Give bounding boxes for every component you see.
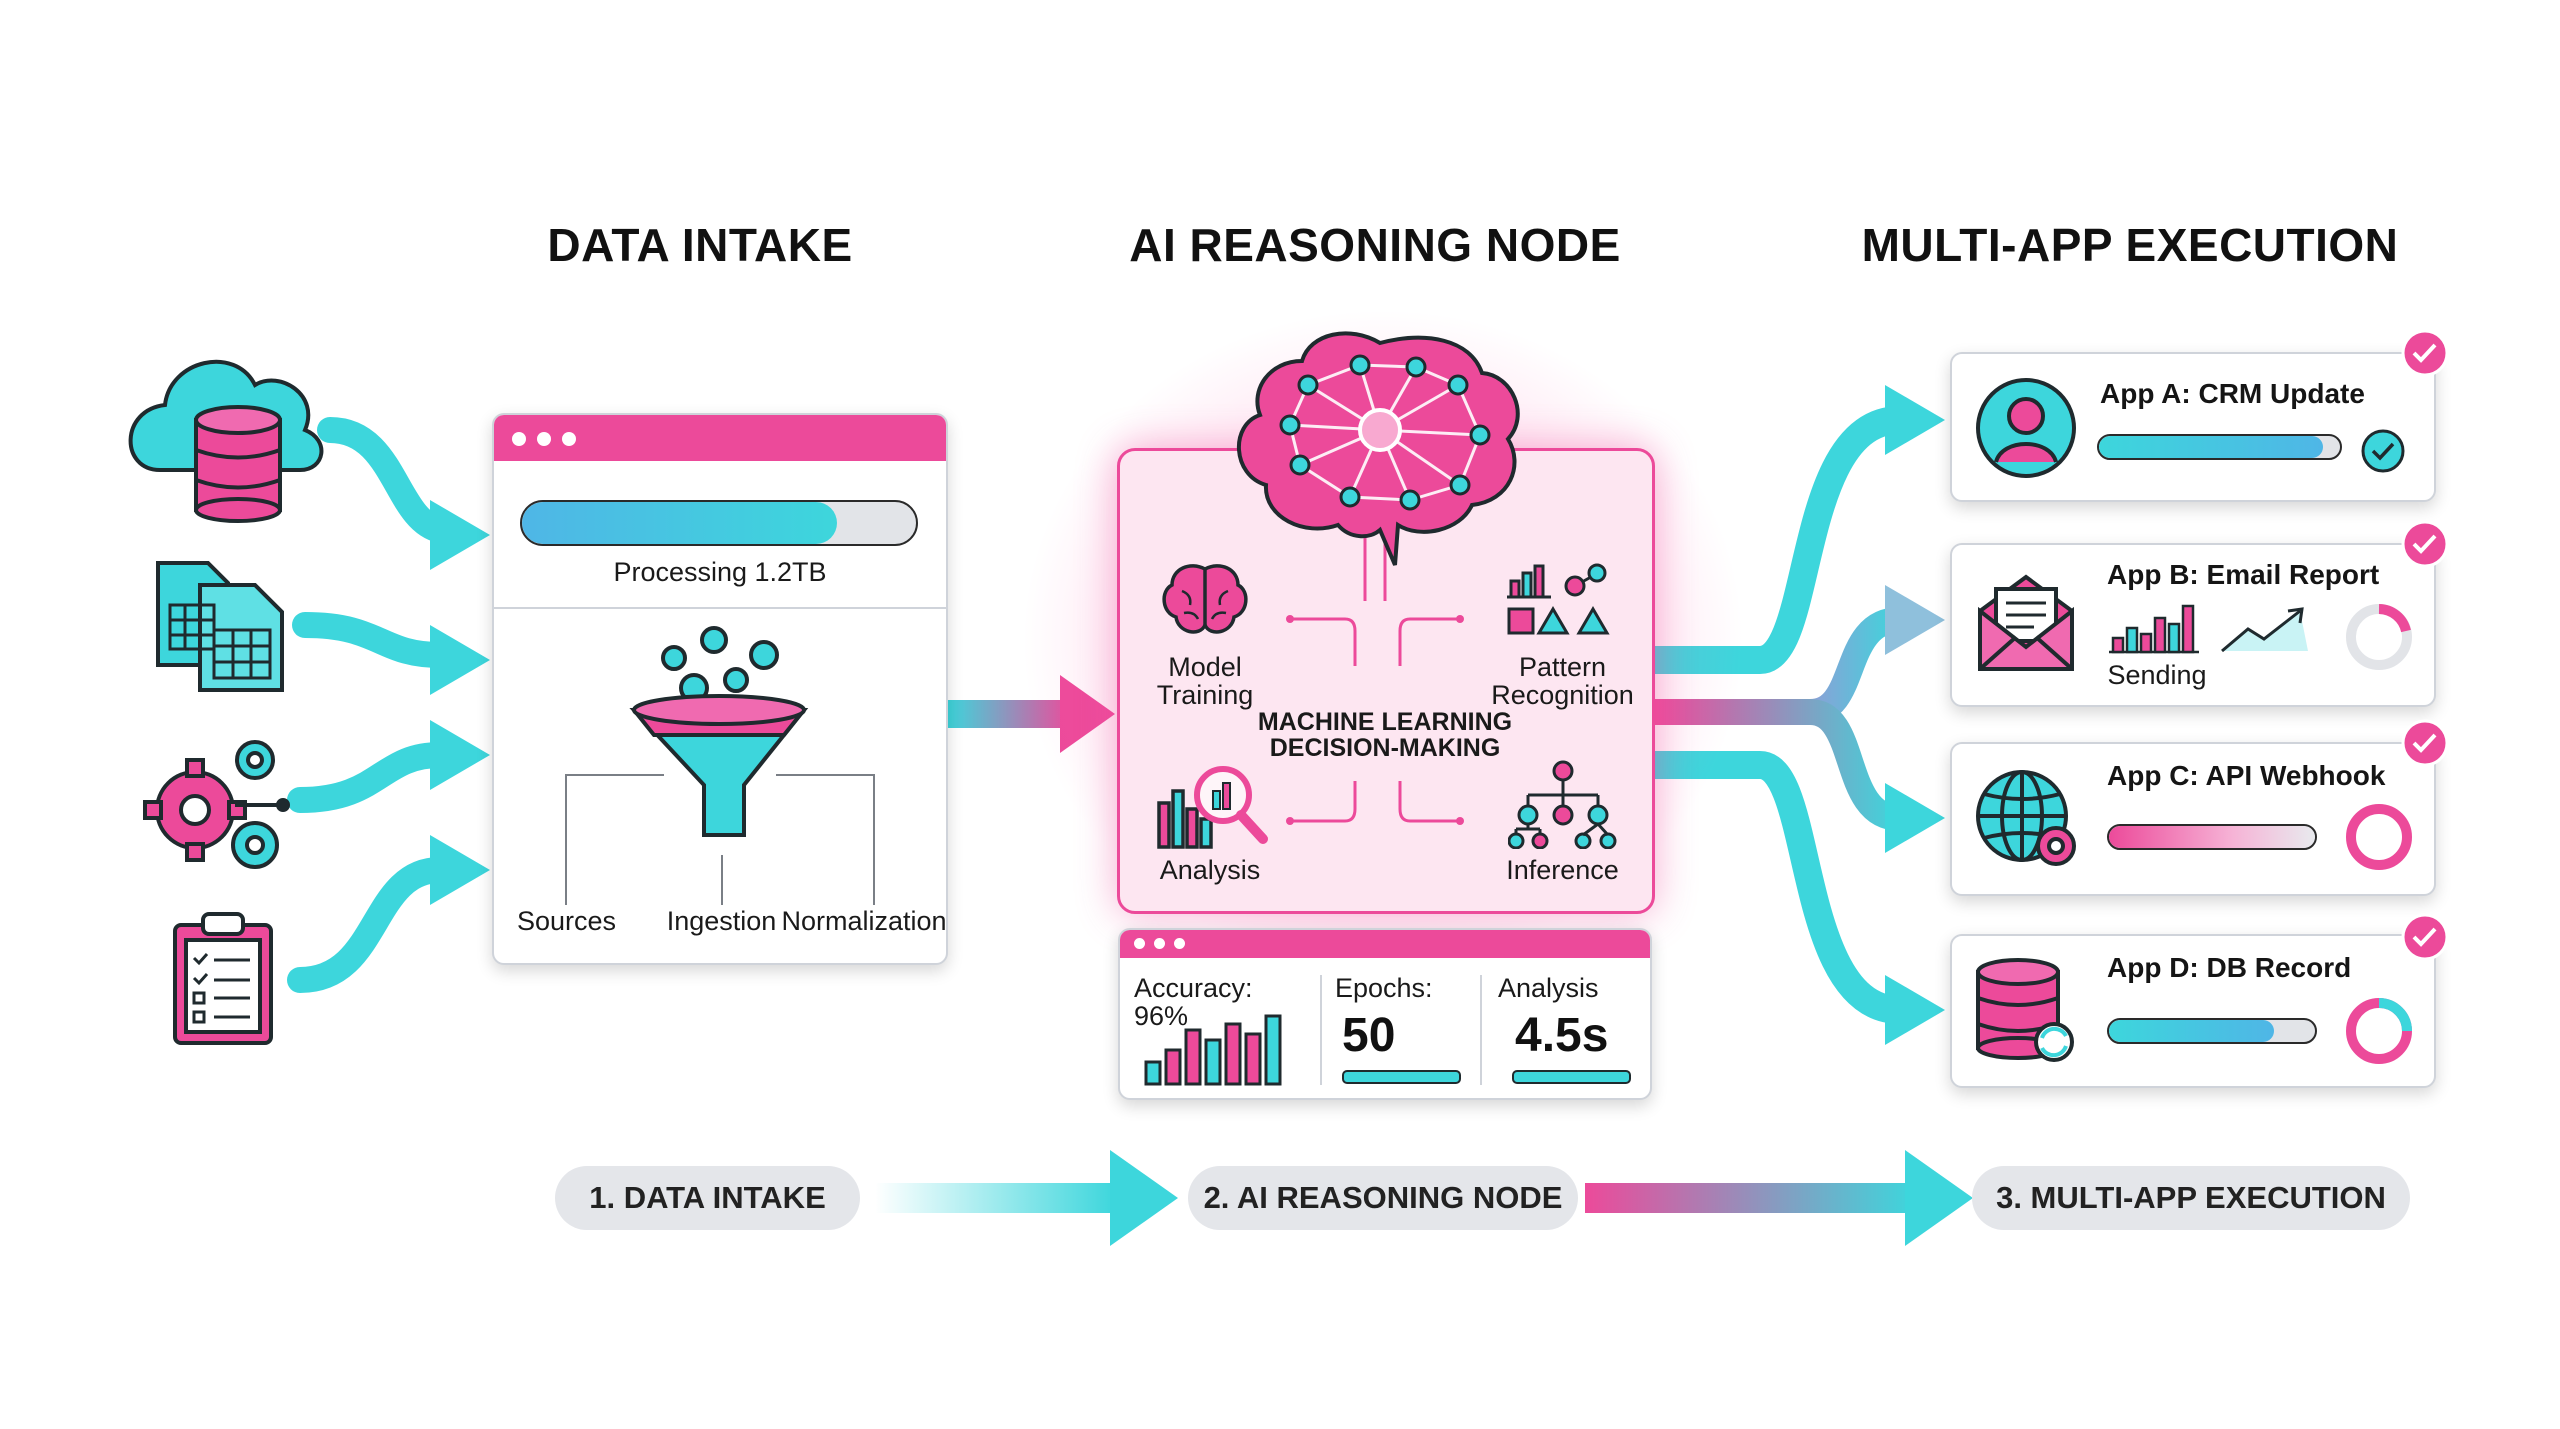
neural-brain-icon	[1236, 331, 1520, 566]
analysis-metric-value: 4.5s	[1515, 1009, 1609, 1062]
globe-gear-icon	[1976, 770, 2076, 866]
clipboard-checklist-icon	[173, 912, 273, 1045]
app-d-progress-bar	[2107, 1018, 2317, 1044]
app-c-progress-bar	[2107, 824, 2317, 850]
app-card-db-record[interactable]: App D: DB Record	[1950, 934, 2436, 1088]
output-arrowheads	[1885, 385, 1945, 1045]
analysis-magnifier-icon	[1157, 766, 1268, 849]
header-data-intake: DATA INTAKE	[547, 219, 853, 271]
input-arrows	[287, 417, 453, 993]
user-avatar-icon	[1976, 378, 2076, 478]
pattern-recognition-icon	[1507, 563, 1610, 635]
accuracy-bar-chart-icon	[1144, 1014, 1282, 1086]
header-ai-reasoning-node: AI REASONING NODE	[1129, 219, 1621, 271]
check-badge-icon	[2401, 329, 2449, 377]
epochs-underline	[1342, 1070, 1461, 1084]
quadrant-pattern-recognition: Pattern Recognition	[1491, 652, 1634, 711]
header-multi-app-execution: MULTI-APP EXECUTION	[1861, 219, 2399, 271]
trend-line-icon	[2221, 607, 2308, 653]
step-pill-data-intake: 1. DATA INTAKE	[555, 1166, 860, 1230]
window-title-bar	[494, 415, 946, 461]
app-b-title: App B: Email Report	[2107, 559, 2380, 590]
metrics-panel: Accuracy: 96% Epochs: 50 Analysis 4.5s	[1118, 928, 1652, 1100]
ring-progress-icon	[2346, 604, 2412, 670]
step-pill-ai-reasoning-node: 2. AI REASONING NODE	[1188, 1166, 1578, 1230]
app-card-api-webhook[interactable]: App C: API Webhook	[1950, 742, 2436, 896]
epochs-label: Epochs:	[1335, 973, 1433, 1003]
stage-label-ingestion: Ingestion	[666, 906, 777, 936]
metrics-title-bar	[1120, 930, 1650, 958]
app-card-crm-update[interactable]: App A: CRM Update	[1950, 352, 2436, 502]
quadrant-analysis: Analysis	[1159, 855, 1261, 885]
processing-progress-bar	[520, 500, 918, 546]
brain-training-icon	[1162, 564, 1248, 634]
ring-progress-icon	[2346, 804, 2412, 870]
accuracy-label: Accuracy: 96%	[1134, 973, 1253, 1032]
app-b-sending-label: Sending	[2107, 660, 2207, 690]
connector-lines	[1286, 531, 1464, 825]
stage-label-sources: Sources	[516, 906, 617, 936]
app-a-title: App A: CRM Update	[2100, 378, 2365, 409]
gears-icon	[143, 740, 290, 869]
app-card-email-report[interactable]: App B: Email Report Sending	[1950, 543, 2436, 707]
output-arrows	[1641, 406, 1914, 1024]
app-d-title: App D: DB Record	[2107, 952, 2352, 983]
check-badge-icon	[2401, 913, 2449, 961]
email-envelope-icon	[1978, 574, 2074, 671]
check-circle-icon	[2361, 429, 2405, 473]
check-badge-icon	[2401, 719, 2449, 767]
center-label: MACHINE LEARNING DECISION-MAKING	[1257, 708, 1513, 763]
database-sync-icon	[1976, 958, 2074, 1062]
quadrant-inference: Inference	[1506, 855, 1619, 885]
ring-progress-icon	[2346, 998, 2412, 1064]
quadrant-model-training: Model Training	[1156, 652, 1254, 711]
stage-label-normalization: Normalization	[781, 906, 947, 936]
spreadsheet-files-icon	[156, 561, 284, 692]
funnel-icon	[629, 626, 809, 837]
input-arrowheads	[430, 500, 490, 905]
app-c-title: App C: API Webhook	[2107, 760, 2386, 791]
analysis-metric-label: Analysis	[1498, 973, 1599, 1003]
epochs-value: 50	[1342, 1009, 1396, 1062]
app-a-progress-bar	[2097, 434, 2342, 460]
cloud-database-icon	[128, 359, 324, 523]
intake-panel: Processing 1.2TB Sources Ingestion Norma…	[492, 413, 948, 965]
send-bar-chart-icon	[2109, 604, 2199, 654]
processing-label: Processing 1.2TB	[613, 557, 827, 587]
step-pill-multi-app-execution: 3. MULTI-APP EXECUTION	[1972, 1166, 2410, 1230]
inference-tree-icon	[1508, 760, 1617, 849]
analysis-underline	[1512, 1070, 1631, 1084]
check-badge-icon	[2401, 520, 2449, 568]
stage-connector-lines	[565, 774, 875, 905]
